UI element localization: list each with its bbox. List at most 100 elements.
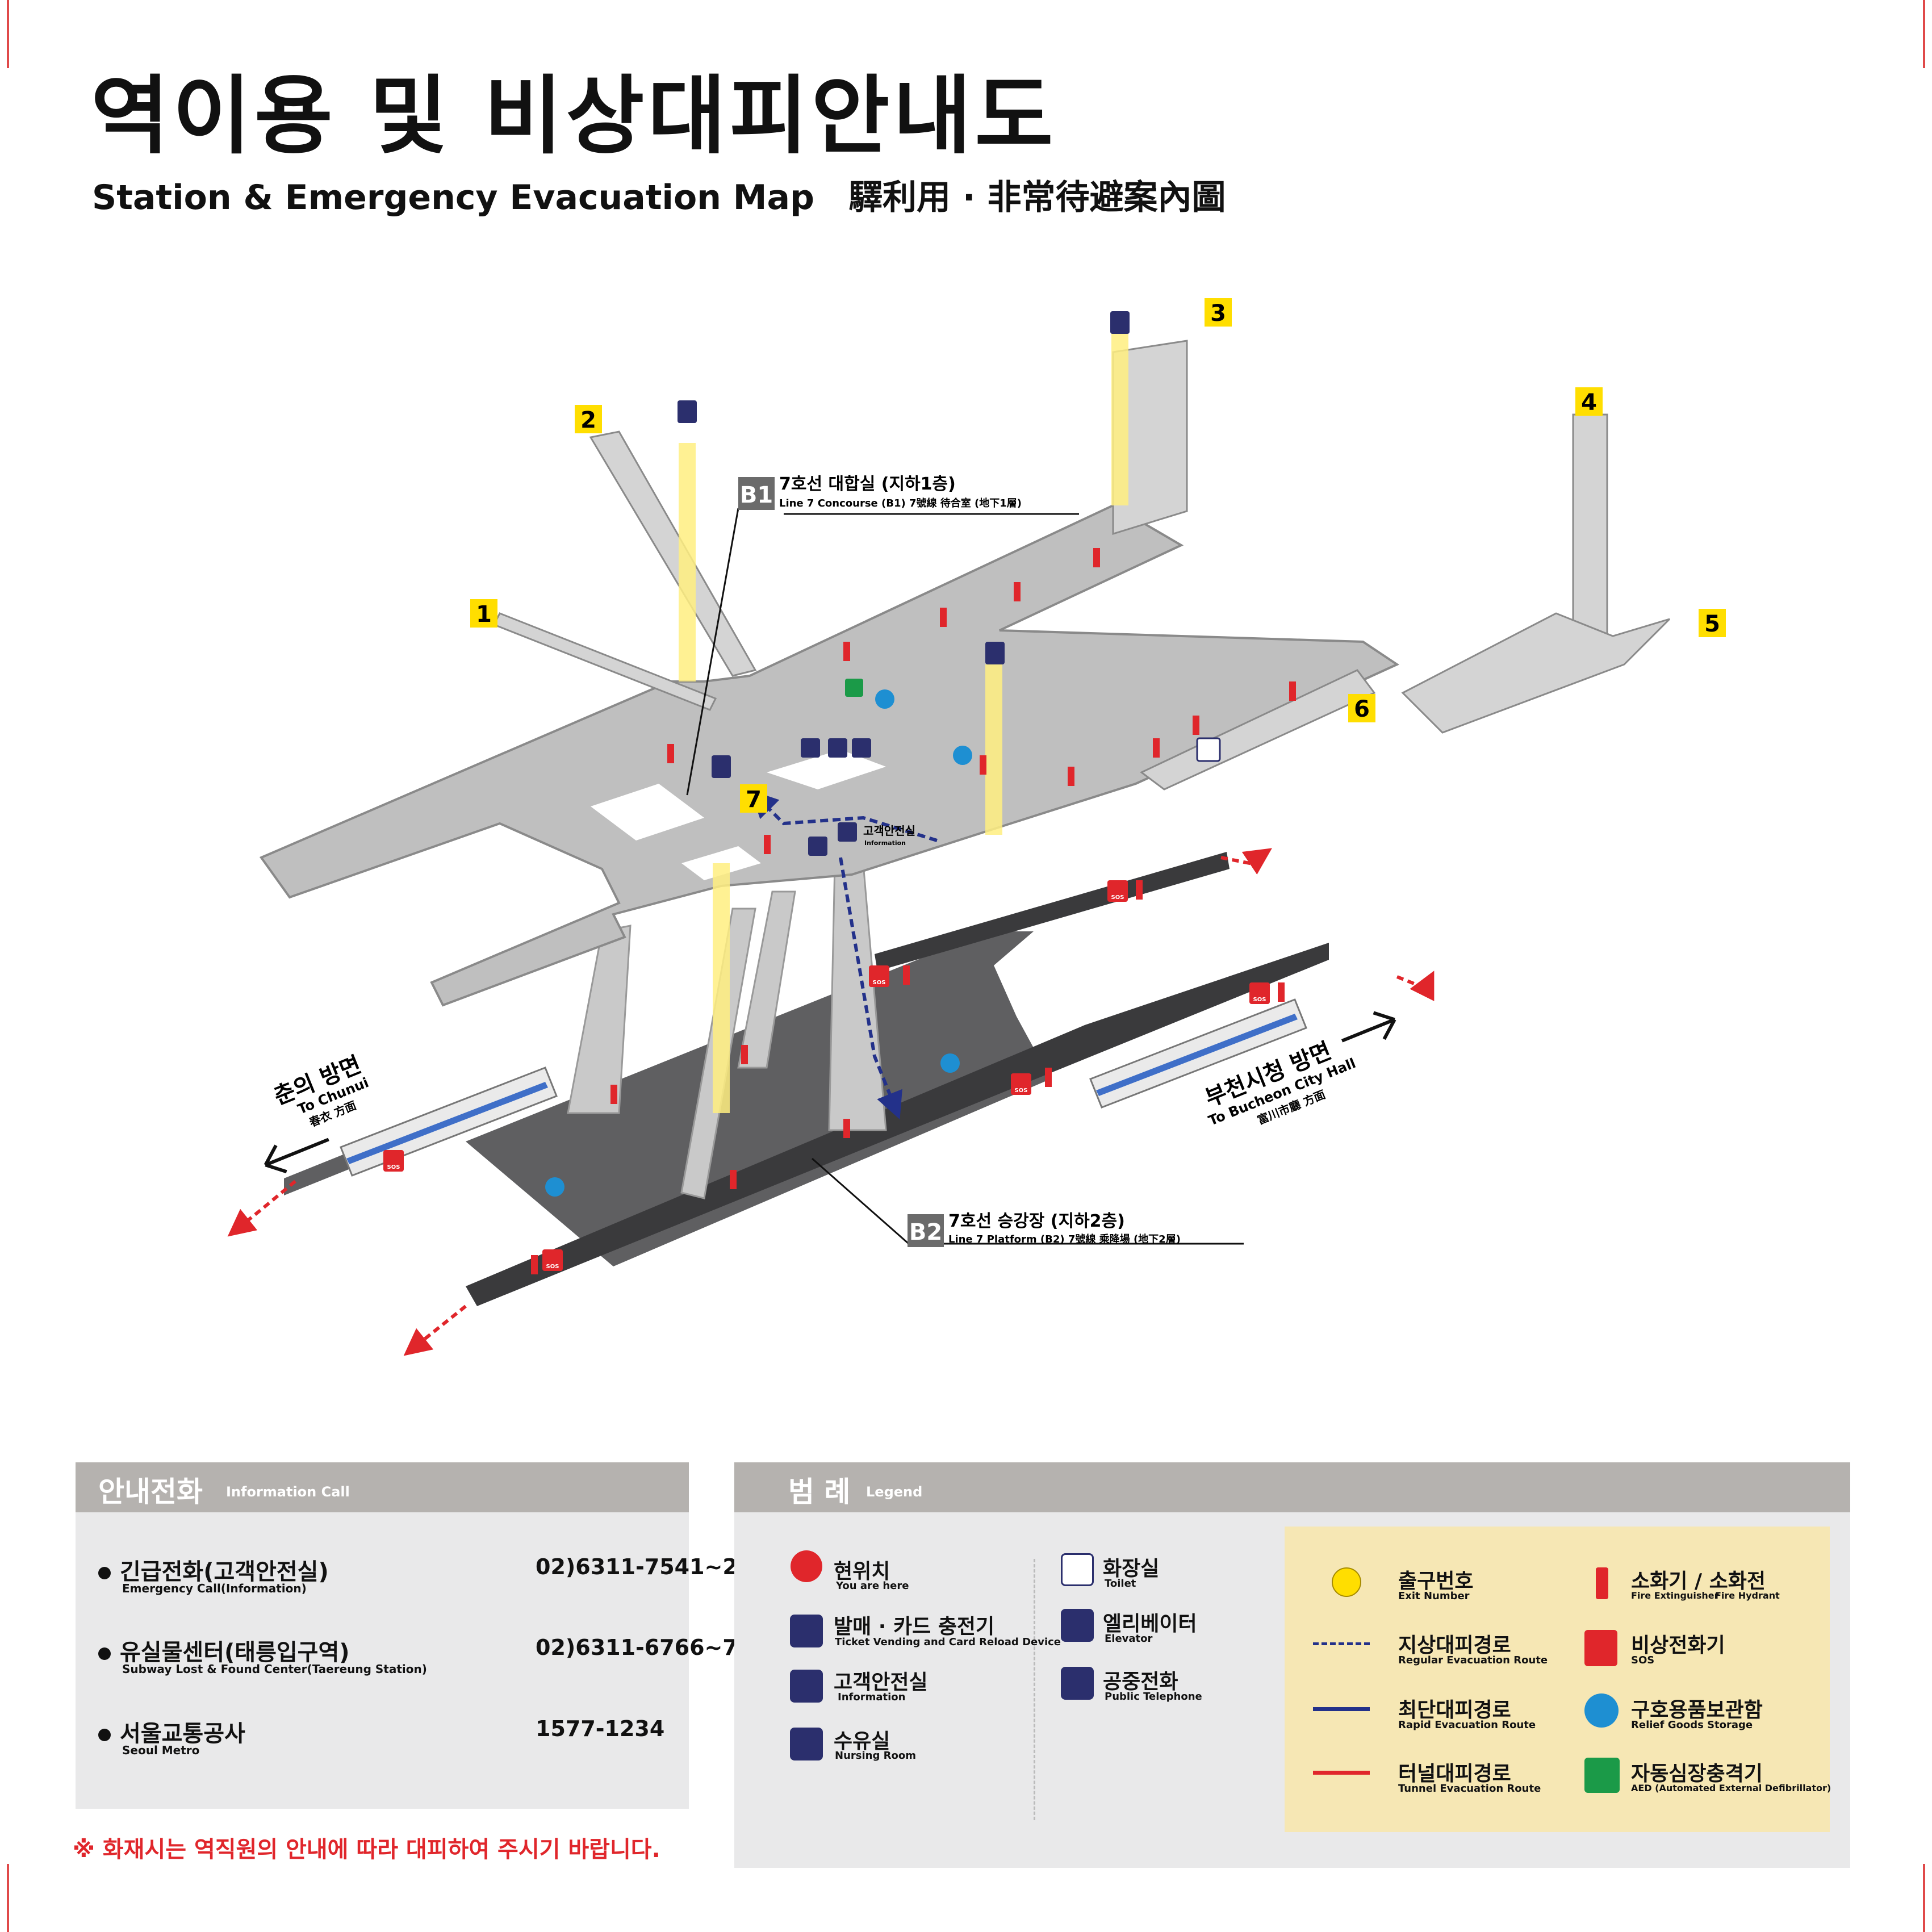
level-labels: B1 7호선 대합실 (지하1층) Line 7 Concourse (B1) …	[686, 474, 1244, 1247]
rapid-evacuation-icon	[1313, 1707, 1370, 1711]
exit-number-icon	[1332, 1567, 1361, 1597]
exit-badges: 1 2 3 4 5 6 7	[470, 298, 1726, 813]
info-call-panel: 안내전화 Information Call 긴급전화(고객안전실) Emerge…	[76, 1462, 738, 1809]
nursing-room-icon	[790, 1728, 823, 1760]
facility-markers	[801, 679, 1221, 856]
train-right	[1089, 998, 1307, 1109]
crop-mark	[7, 0, 9, 68]
legend-label: 엘리베이터	[1103, 1612, 1197, 1636]
info-call-title-en: Information Call	[226, 1484, 350, 1500]
relief-goods-markers	[545, 689, 972, 1197]
ticket-machine-icon	[790, 1615, 823, 1647]
legend-sub: Fire Extinguisher	[1631, 1590, 1719, 1601]
sos-phone-icon	[1584, 1630, 1617, 1666]
call-name: 긴급전화(고객안전실)	[120, 1559, 329, 1585]
exit-2-label: 2	[580, 407, 596, 433]
evacuation-legend-box	[1285, 1527, 1830, 1832]
legend-label: 소화기 / 소화전	[1631, 1570, 1766, 1593]
arrow-left-icon	[264, 1138, 329, 1174]
bullet-icon	[98, 1647, 111, 1660]
map-pin-icon	[791, 1550, 822, 1582]
legend-label: 공중전화	[1103, 1670, 1178, 1693]
exit-5-label: 5	[1704, 611, 1720, 637]
info-call-title: 안내전화	[98, 1475, 203, 1508]
sos-marker-label: SOS	[1015, 1088, 1028, 1094]
legend-sub: Relief Goods Storage	[1631, 1719, 1753, 1731]
legend-sub: AED (Automated External Defibrillator)	[1631, 1783, 1831, 1793]
train-left	[340, 1067, 558, 1177]
bullet-icon	[98, 1729, 111, 1741]
legend-sub: SOS	[1631, 1654, 1655, 1666]
legend-sub: Fire Hydrant	[1715, 1590, 1780, 1601]
bullet-icon	[98, 1567, 111, 1579]
legend-label: 고객안전실	[834, 1671, 928, 1694]
legend-sub: Public Telephone	[1105, 1691, 1202, 1703]
info-label-en: Information	[864, 839, 906, 847]
legend-sub: Information	[838, 1691, 906, 1703]
elevator-shafts	[679, 329, 1128, 1113]
regular-evacuation-icon	[1313, 1642, 1370, 1645]
subtitle-en: Station & Emergency Evacuation Map	[92, 178, 814, 218]
page-title: 역이용 및 비상대피안내도	[91, 67, 1057, 166]
crop-mark	[1923, 0, 1925, 68]
legend-label: 터널대피경로	[1398, 1762, 1511, 1785]
tunnel-evacuation-icon	[1313, 1771, 1370, 1775]
legend-label: 수유실	[834, 1730, 890, 1753]
legend-divider	[1034, 1559, 1035, 1820]
sos-marker-label: SOS	[1253, 997, 1266, 1003]
call-sub: Emergency Call(Information)	[122, 1582, 307, 1595]
page-subtitle: Station & Emergency Evacuation Map 驛利用 · …	[92, 181, 1226, 215]
legend-label: 최단대피경로	[1398, 1699, 1511, 1722]
legend-label: 구호용품보관함	[1631, 1699, 1763, 1722]
exit-6-label: 6	[1354, 696, 1370, 722]
evacuation-routes	[227, 790, 1435, 1356]
sos-marker-label: SOS	[1111, 894, 1124, 901]
call-name: 서울교통공사	[120, 1721, 245, 1747]
legend-sub: Toilet	[1105, 1578, 1136, 1590]
b1-concourse	[259, 340, 1671, 1007]
elevator-icon	[1061, 1609, 1094, 1642]
legend-sub: Elevator	[1105, 1633, 1153, 1645]
sos-marker-label: SOS	[873, 980, 886, 986]
b2-label-en: Line 7 Platform (B2) 7號線 乘降場 (地下2層)	[948, 1233, 1181, 1245]
legend-sub: Ticket Vending and Card Reload Device	[835, 1636, 1061, 1648]
exit-4-label: 4	[1581, 390, 1597, 416]
relief-goods-icon	[1584, 1693, 1619, 1728]
legend-label: 현위치	[834, 1560, 890, 1583]
b2-code: B2	[909, 1219, 942, 1245]
sos-phone-markers: SOS SOS SOS SOS SOS SOS	[383, 880, 1270, 1271]
call-number[interactable]: 02)6311-6766~7	[536, 1635, 738, 1660]
b1-label-en: Line 7 Concourse (B1) 7號線 待合室 (地下1層)	[779, 497, 1022, 509]
legend-label: 출구번호	[1398, 1570, 1474, 1593]
call-number[interactable]: 02)6311-7541~2	[536, 1554, 738, 1579]
exit-3-label: 3	[1210, 300, 1226, 327]
legend-sub: You are here	[836, 1580, 909, 1592]
crop-mark	[7, 1864, 9, 1932]
elevator-markers	[678, 311, 1130, 778]
b1-label-ko: 7호선 대합실 (지하1층)	[779, 474, 956, 494]
b2-label-ko: 7호선 승강장 (지하2층)	[948, 1211, 1125, 1231]
legend-sub: Exit Number	[1398, 1590, 1470, 1602]
information-icon	[790, 1670, 823, 1703]
call-number[interactable]: 1577-1234	[536, 1716, 665, 1741]
call-name: 유실물센터(태릉입구역)	[120, 1640, 350, 1666]
legend-sub: Regular Evacuation Route	[1398, 1654, 1548, 1666]
call-row-emergency: 긴급전화(고객안전실)	[98, 1553, 329, 1586]
info-label-ko: 고객안전실	[863, 824, 915, 838]
fire-warning: ※ 화재시는 역직원의 안내에 따라 대피하여 주시기 바랍니다.	[73, 1837, 660, 1863]
legend-label: 발매 · 카드 충전기	[834, 1615, 995, 1638]
fire-extinguisher-markers	[531, 548, 1296, 1274]
crop-mark	[1923, 1864, 1925, 1932]
legend-label: 화장실	[1103, 1557, 1160, 1580]
legend-sub: Tunnel Evacuation Route	[1398, 1783, 1541, 1795]
b1-code: B1	[740, 482, 773, 508]
info-call-header: 안내전화 Information Call	[76, 1462, 689, 1512]
sos-marker-label: SOS	[546, 1264, 559, 1270]
legend-label: 자동심장충격기	[1631, 1762, 1763, 1785]
subtitle-cjk: 驛利用 · 非常待避案內圖	[848, 178, 1226, 218]
aed-icon	[1584, 1758, 1620, 1793]
legend-title: 범 례	[788, 1475, 851, 1508]
legend-sub: Nursing Room	[835, 1750, 916, 1762]
sos-marker-label: SOS	[387, 1164, 400, 1170]
